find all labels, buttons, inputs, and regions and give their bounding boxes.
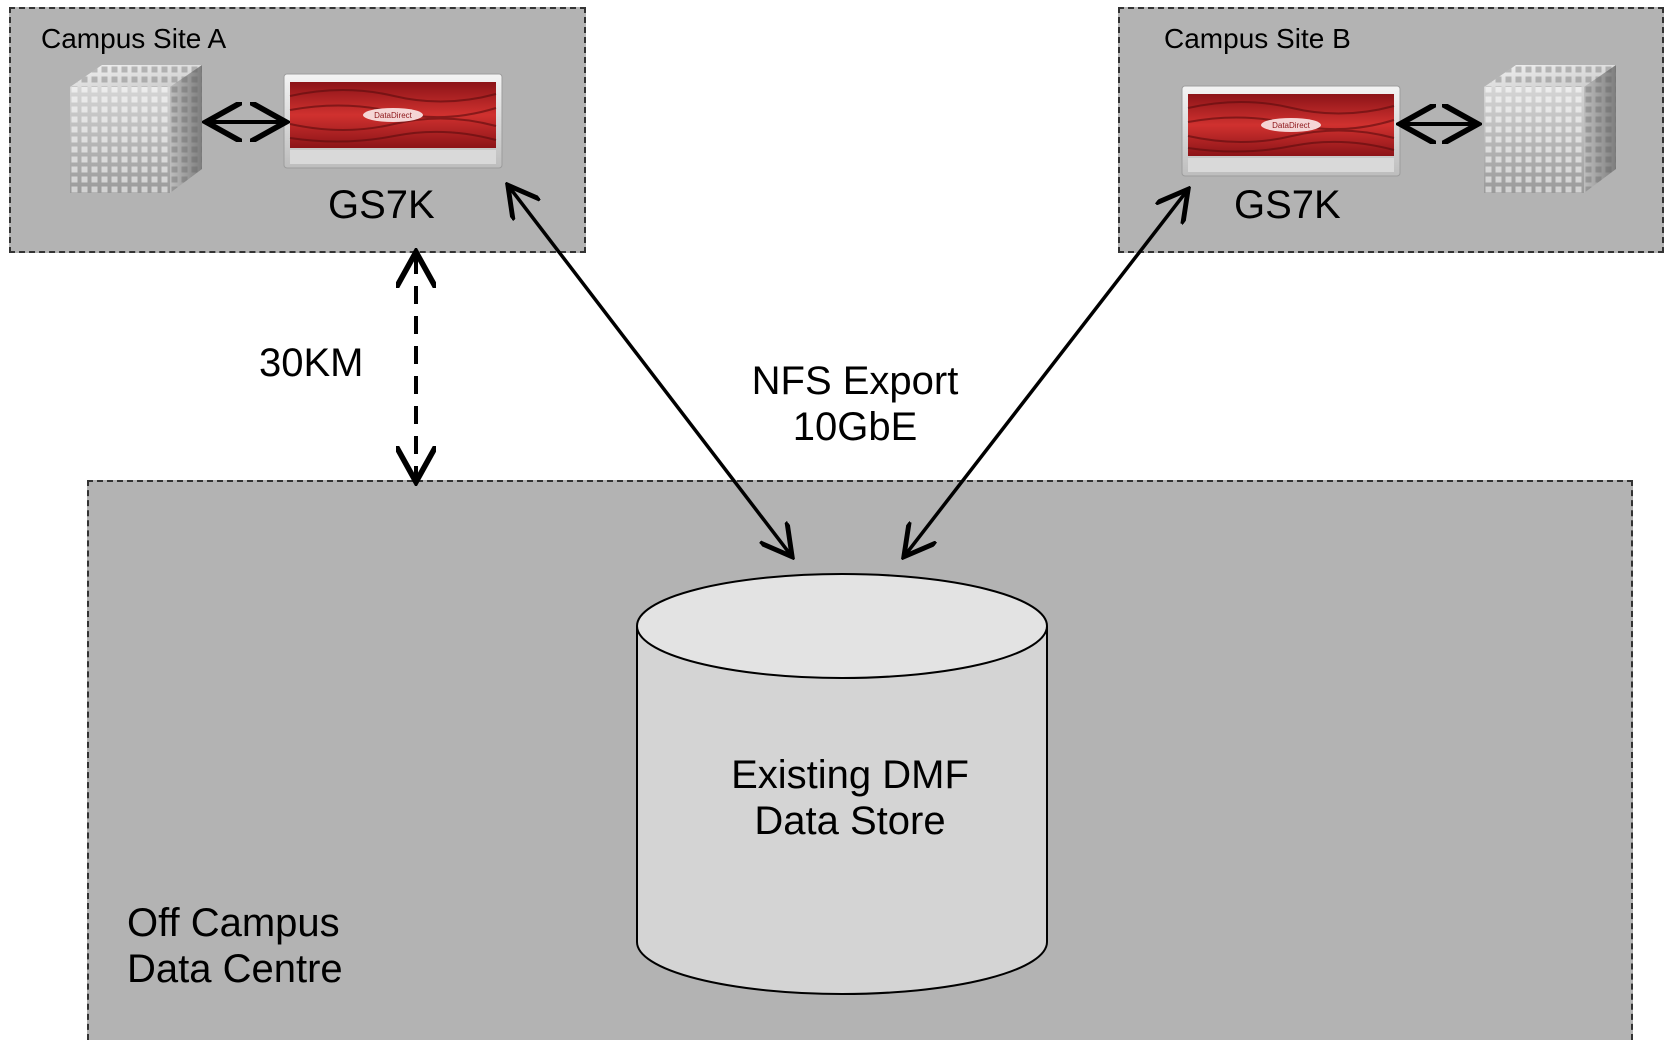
campus-site-a-title: Campus Site A (41, 23, 227, 54)
nfs-link-protocol: NFS Export (751, 359, 959, 403)
gs7k-storage-device-site-b: DataDirect (1181, 85, 1401, 177)
nfs-link-arrow-site-b (906, 192, 1186, 554)
gs7k-label-site-a: GS7K (328, 183, 435, 227)
campus-site-b-title: Campus Site B (1164, 23, 1351, 54)
data-centre-line-2: Data Centre (127, 947, 343, 991)
nfs-link-arrow-site-a (510, 188, 790, 554)
data-centre-label: Off Campus Data Centre (127, 900, 343, 992)
data-store-cylinder-icon (636, 573, 1048, 995)
storage-cube-icon-site-b (1484, 65, 1616, 193)
data-store-line-1: Existing DMF (731, 753, 969, 797)
gs7k-storage-device-site-a: DataDirect (283, 73, 503, 169)
gs7k-label-site-b: GS7K (1234, 183, 1341, 227)
device-brand-text: DataDirect (374, 111, 413, 120)
data-store-label: Existing DMF Data Store (690, 752, 1010, 844)
distance-label: 30KM (259, 341, 364, 385)
storage-cube-icon-site-a (70, 65, 202, 193)
data-centre-line-1: Off Campus (127, 901, 340, 945)
nfs-link-label: NFS Export 10GbE (720, 358, 990, 450)
data-store-line-2: Data Store (754, 799, 946, 843)
device-brand-text: DataDirect (1272, 121, 1311, 130)
nfs-link-speed: 10GbE (792, 405, 918, 449)
